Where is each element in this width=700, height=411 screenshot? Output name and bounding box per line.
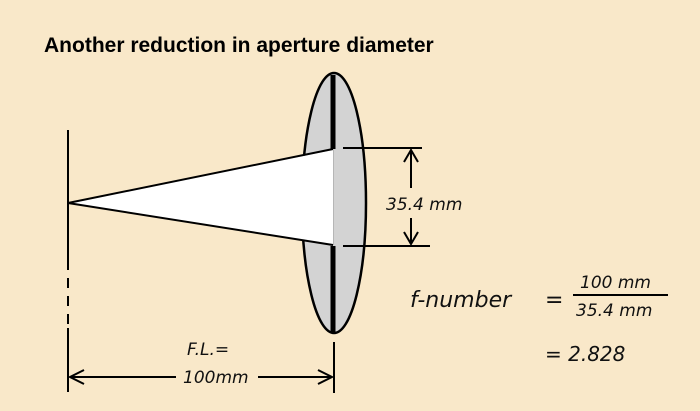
arrowhead-down-icon xyxy=(403,231,419,246)
diagram-title: Another reduction in aperture diameter xyxy=(44,34,434,57)
formula-denominator: 35.4 mm xyxy=(576,301,652,321)
formula-numerator: 100 mm xyxy=(580,273,651,293)
formula-result: = 2.828 xyxy=(545,342,625,366)
aperture-label: 35.4 mm xyxy=(386,195,462,215)
cone-top-ray xyxy=(67,148,334,204)
arrowhead-left-icon xyxy=(67,369,85,385)
arrowhead-right-icon xyxy=(317,369,335,385)
cone-bottom-ray xyxy=(67,202,334,246)
formula-equals: = xyxy=(545,288,563,313)
fl-label-line2: 100mm xyxy=(183,368,249,388)
formula-lhs: f-number xyxy=(410,288,513,313)
light-cone xyxy=(68,150,333,245)
fl-label-line1: F.L.= xyxy=(187,340,229,360)
arrowhead-up-icon xyxy=(403,148,419,163)
